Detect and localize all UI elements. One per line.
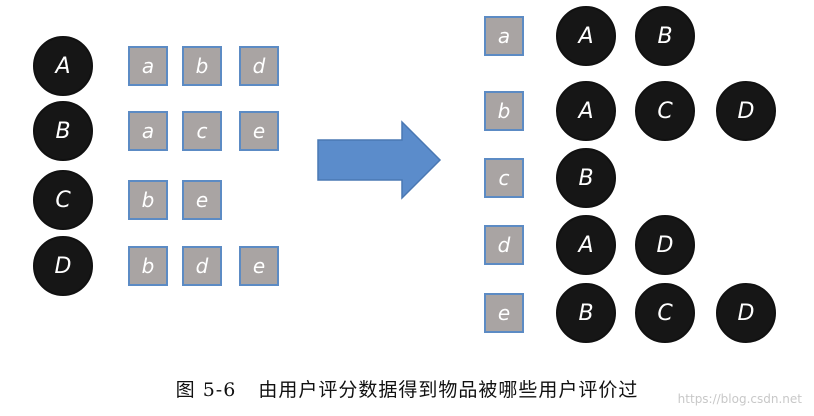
user-node: C xyxy=(635,81,695,141)
watermark: https://blog.csdn.net xyxy=(677,392,802,406)
user-node: B xyxy=(33,101,93,161)
user-node: C xyxy=(33,170,93,230)
item-node: e xyxy=(239,246,279,286)
user-node: A xyxy=(33,36,93,96)
user-node: D xyxy=(635,215,695,275)
item-node: a xyxy=(128,46,168,86)
figure-caption-text: 由用户评分数据得到物品被哪些用户评价过 xyxy=(258,379,639,401)
item-node: b xyxy=(484,91,524,131)
arrow-shape xyxy=(317,120,442,200)
user-node: D xyxy=(716,81,776,141)
item-node: b xyxy=(128,180,168,220)
item-node: b xyxy=(182,46,222,86)
item-node: e xyxy=(182,180,222,220)
item-node: b xyxy=(128,246,168,286)
item-node: e xyxy=(484,293,524,333)
transform-arrow xyxy=(317,120,442,200)
item-node: e xyxy=(239,111,279,151)
item-node: a xyxy=(484,16,524,56)
user-node: A xyxy=(556,6,616,66)
item-node: c xyxy=(484,158,524,198)
item-node: c xyxy=(182,111,222,151)
user-node: B xyxy=(556,283,616,343)
item-node: a xyxy=(128,111,168,151)
user-node: A xyxy=(556,215,616,275)
item-node: d xyxy=(239,46,279,86)
user-node: D xyxy=(33,236,93,296)
user-node: B xyxy=(635,6,695,66)
figure-caption: 图 5-6 由用户评分数据得到物品被哪些用户评价过 xyxy=(0,375,814,402)
user-node: C xyxy=(635,283,695,343)
user-node: D xyxy=(716,283,776,343)
item-node: d xyxy=(182,246,222,286)
item-node: d xyxy=(484,225,524,265)
figure-number: 图 5-6 xyxy=(175,379,237,401)
user-node: A xyxy=(556,81,616,141)
user-node: B xyxy=(556,148,616,208)
